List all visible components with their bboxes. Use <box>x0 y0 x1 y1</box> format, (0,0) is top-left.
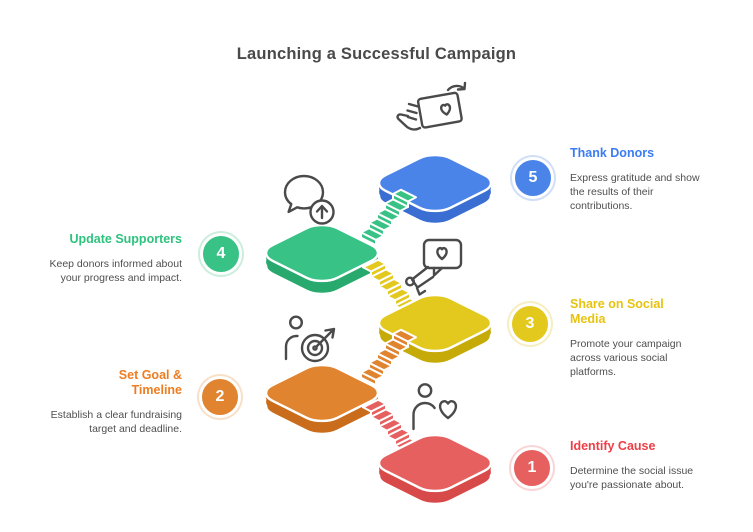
step-5-title: Thank Donors <box>570 146 655 160</box>
step-1-block: Identify Cause Determine the social issu… <box>570 439 704 492</box>
step-2-number-badge: 2 <box>199 376 241 418</box>
step-2-description: Establish a clear fundraising target and… <box>50 409 182 435</box>
step-4-description: Keep donors informed about your progress… <box>49 258 182 284</box>
hand-card-heart-icon <box>396 81 467 131</box>
step-3-number-badge: 3 <box>509 303 551 345</box>
goal-target-icon <box>284 315 336 363</box>
staircase-shapes <box>257 150 500 508</box>
step-2-block: Set Goal & Timeline Establish a clear fu… <box>48 368 182 436</box>
step-5-description: Express gratitude and show the results o… <box>570 172 700 212</box>
step-4-number-badge: 4 <box>200 233 242 275</box>
megaphone-heart-icon <box>405 238 463 296</box>
step-4-title: Update Supporters <box>69 232 182 246</box>
step-3-block: Share on Social Media Promote your campa… <box>570 297 700 379</box>
person-heart-icon <box>412 383 458 431</box>
speech-bubble-update-icon <box>283 174 335 225</box>
step-2-title: Set Goal & Timeline <box>118 368 182 397</box>
step-5-block: Thank Donors Express gratitude and show … <box>570 146 700 213</box>
step-3-title: Share on Social Media <box>570 297 664 326</box>
step-1-description: Determine the social issue you're passio… <box>570 465 694 491</box>
step-1-title: Identify Cause <box>570 439 656 453</box>
step-1-number-badge: 1 <box>511 447 553 489</box>
page-title: Launching a Successful Campaign <box>236 45 517 64</box>
step-5-number-badge: 5 <box>512 157 554 199</box>
step-4-block: Update Supporters Keep donors informed a… <box>48 232 182 285</box>
step-3-description: Promote your campaign across various soc… <box>570 338 682 378</box>
